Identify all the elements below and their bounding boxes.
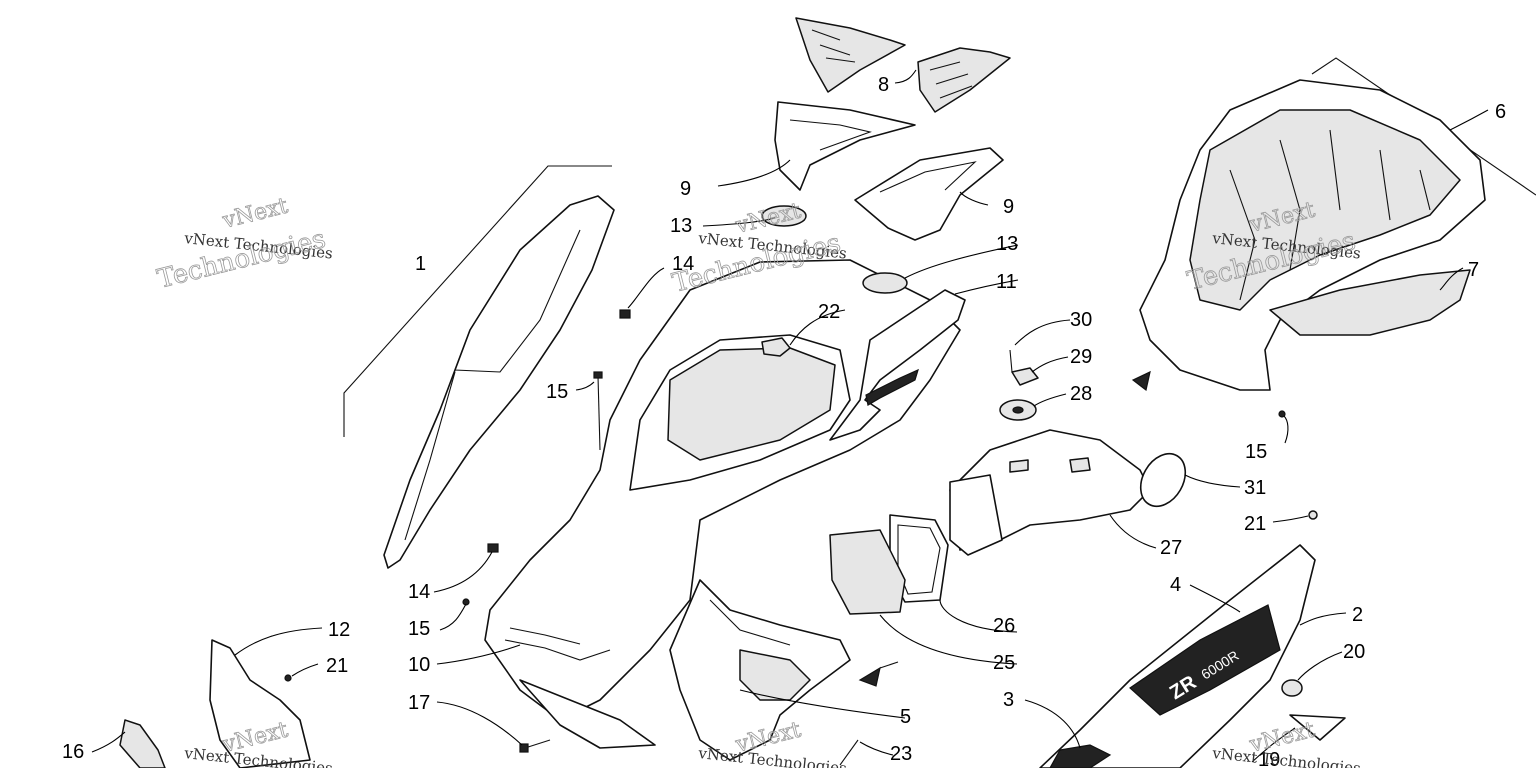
callout-17: 17 bbox=[408, 692, 430, 714]
part-20-bushing bbox=[1281, 679, 1303, 697]
part-15-screw-c bbox=[1278, 410, 1286, 418]
part-30-screw bbox=[1009, 349, 1013, 373]
part-13-ring-left bbox=[761, 205, 807, 227]
callout-8: 8 bbox=[878, 74, 889, 96]
callout-16: 16 bbox=[62, 741, 84, 763]
part-10-hood bbox=[484, 259, 961, 749]
callout-2: 2 bbox=[1352, 604, 1363, 626]
callout-23: 23 bbox=[890, 743, 912, 765]
watermark-line1: vNext bbox=[219, 194, 290, 234]
part-5-lower-panel bbox=[669, 579, 851, 761]
callout-26: 26 bbox=[993, 615, 1015, 637]
part-12-bracket bbox=[209, 639, 311, 768]
callout-28: 28 bbox=[1070, 383, 1092, 405]
part-31-clamp bbox=[1139, 452, 1187, 508]
watermark-bottom-left: vNext vNext Technologies bbox=[183, 717, 334, 768]
part-21-rivet-top bbox=[1308, 510, 1318, 520]
part-19-rivet bbox=[1289, 714, 1346, 741]
part-23-bolt bbox=[839, 739, 859, 766]
callout-6: 6 bbox=[1495, 101, 1506, 123]
part-15-screw-a bbox=[593, 371, 603, 451]
callout-3: 3 bbox=[1003, 689, 1014, 711]
part-11-bracket bbox=[829, 289, 966, 441]
part-14-clip-top bbox=[619, 309, 631, 319]
arrow-marker-center bbox=[858, 661, 899, 687]
part-17-bolt bbox=[519, 739, 551, 753]
callout-4: 4 bbox=[1170, 574, 1181, 596]
callout-20: 20 bbox=[1343, 641, 1365, 663]
part-7-deflector bbox=[1269, 269, 1471, 336]
callout-9-left: 9 bbox=[680, 178, 691, 200]
callout-15-b: 15 bbox=[408, 618, 430, 640]
part-16-headlight-lens bbox=[119, 719, 166, 768]
part-28-grommet bbox=[999, 399, 1037, 421]
callout-1: 1 bbox=[415, 253, 426, 275]
part-13-ring-right bbox=[862, 272, 908, 294]
callout-21-right: 21 bbox=[1244, 513, 1266, 535]
watermark-top-left: vNext vNext Technologies Technologies bbox=[154, 193, 334, 295]
callout-14-left: 14 bbox=[408, 581, 430, 603]
callout-15-c: 15 bbox=[1245, 441, 1267, 463]
callout-7: 7 bbox=[1468, 259, 1479, 281]
part-8-vent-right bbox=[917, 47, 1011, 113]
part-29-clip bbox=[1011, 367, 1039, 386]
part-8-vent-left bbox=[795, 17, 906, 93]
callout-9-right: 9 bbox=[1003, 196, 1014, 218]
leader-lines bbox=[91, 69, 1489, 763]
callout-11: 11 bbox=[996, 271, 1017, 293]
callout-10: 10 bbox=[408, 654, 430, 676]
callout-13-left: 13 bbox=[670, 215, 692, 237]
part-21-screw-left bbox=[284, 674, 292, 682]
part-9-vent-housing-left bbox=[774, 101, 916, 191]
part-1-side-panel bbox=[343, 165, 615, 569]
part-9-vent-housing-right bbox=[854, 147, 1004, 241]
callout-15-a: 15 bbox=[546, 381, 568, 403]
part-27-air-duct bbox=[949, 429, 1151, 556]
part-6-liner-tub bbox=[1131, 57, 1536, 392]
callout-19: 19 bbox=[1258, 749, 1280, 768]
callout-labels: 1 2 3 4 5 6 7 8 9 9 10 11 12 13 13 14 14… bbox=[62, 74, 1506, 768]
part-14-clip-left bbox=[487, 543, 499, 553]
part-22-grommet bbox=[761, 337, 791, 357]
callout-5: 5 bbox=[900, 706, 911, 728]
callout-29: 29 bbox=[1070, 346, 1092, 368]
part-25-screen bbox=[829, 529, 906, 615]
callout-14-top: 14 bbox=[672, 253, 694, 275]
callout-13-right: 13 bbox=[996, 233, 1018, 255]
callout-31: 31 bbox=[1244, 477, 1266, 499]
callout-25: 25 bbox=[993, 652, 1015, 674]
callout-27: 27 bbox=[1160, 537, 1182, 559]
callout-30: 30 bbox=[1070, 309, 1092, 331]
callout-12: 12 bbox=[328, 619, 350, 641]
part-3-panel-edge bbox=[1049, 744, 1112, 768]
watermark-bottom-right: vNext vNext Technologies bbox=[1211, 717, 1362, 768]
callout-22: 22 bbox=[818, 301, 840, 323]
callout-21-left: 21 bbox=[326, 655, 348, 677]
